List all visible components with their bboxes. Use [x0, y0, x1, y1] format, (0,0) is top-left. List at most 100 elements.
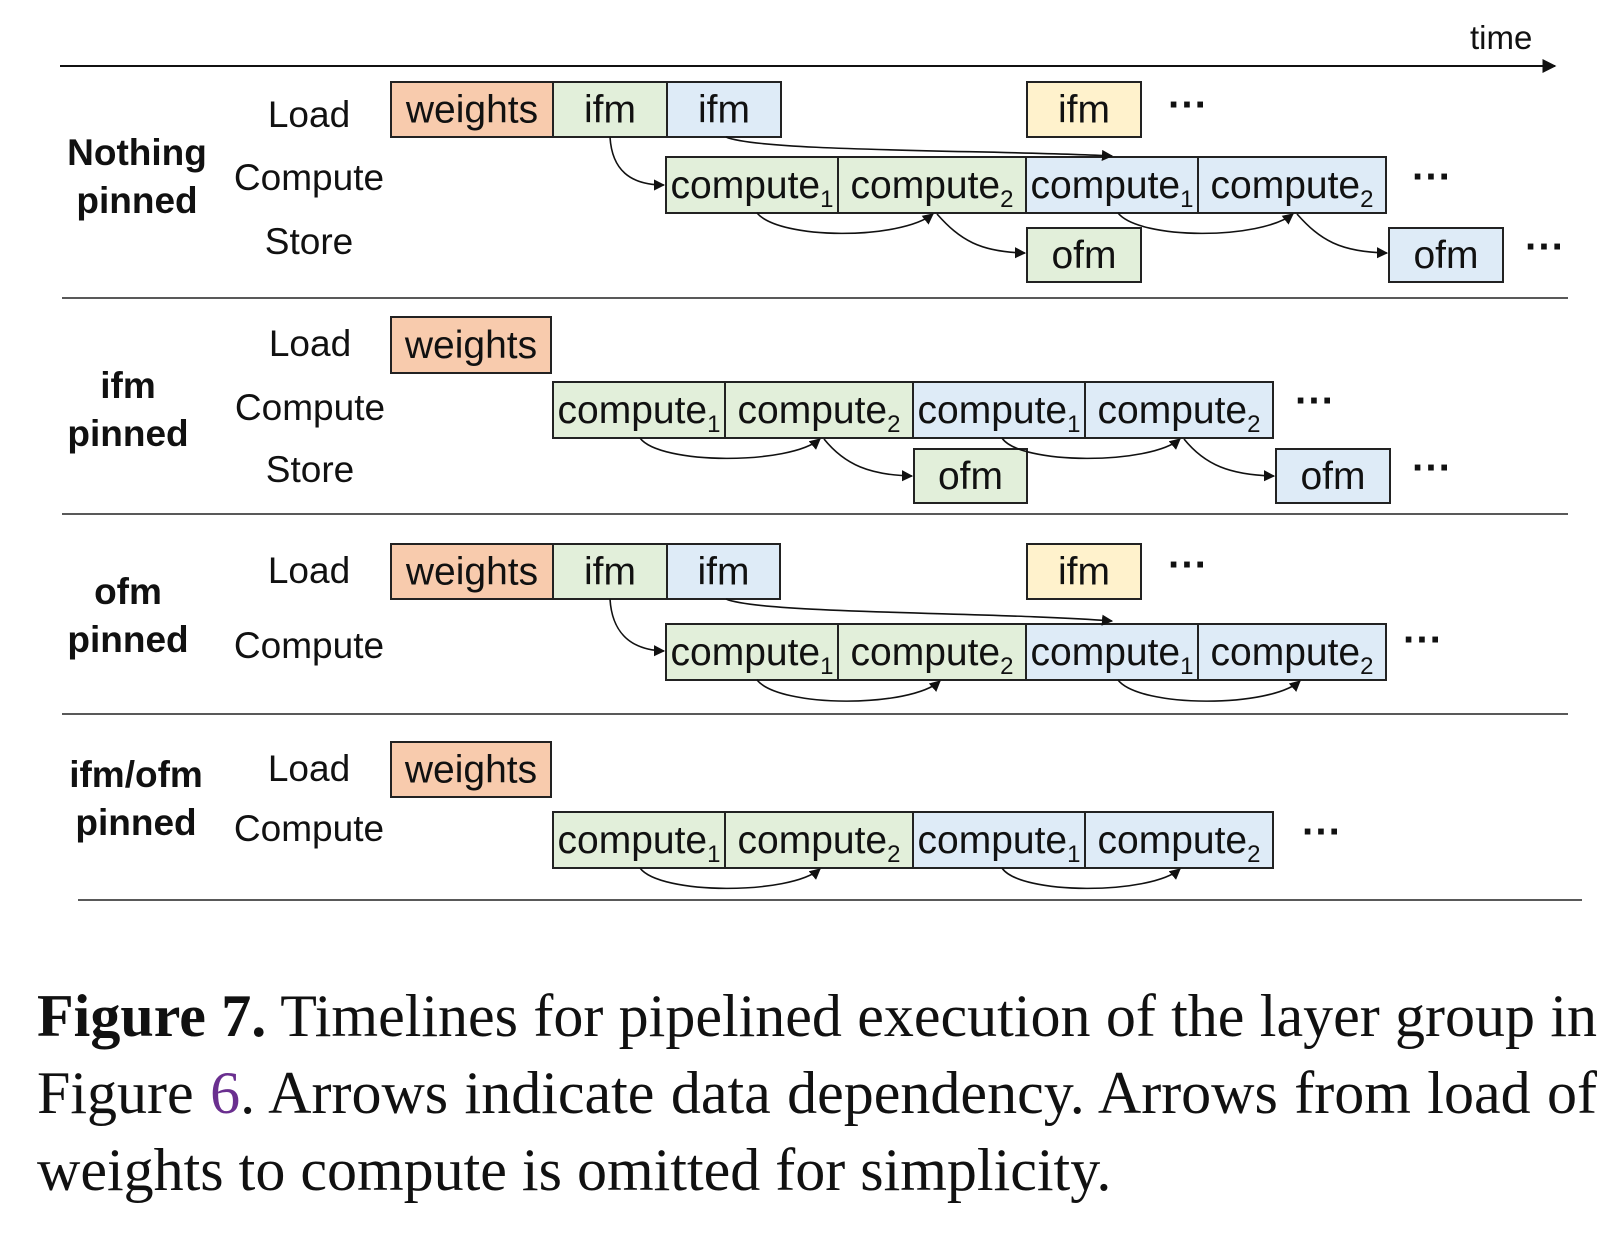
compute-block-1-rect [665, 623, 839, 681]
ofm-block-green-rect [1026, 227, 1142, 283]
compute-block-4-label: compute2 [1211, 631, 1374, 680]
section-title-ofm-pinned: ofm [94, 571, 162, 612]
compute-block-3-label: compute1 [1031, 164, 1194, 213]
row-label-compute: Compute [234, 157, 384, 198]
figure-caption: Figure 7.Timelines for pipelined executi… [37, 978, 1597, 1209]
compute-block-3-label: compute1 [918, 819, 1081, 868]
row-label-load: Load [268, 748, 350, 789]
compute-block-2-rect [837, 623, 1027, 681]
compute-block-2-rect [724, 811, 914, 869]
compute-block-4: compute2 [1197, 156, 1387, 214]
dependency-arrow [639, 867, 821, 890]
dependency-arrow [1296, 213, 1389, 259]
ofm-block-green-rect [913, 448, 1028, 504]
compute-block-1-label: compute1 [671, 164, 834, 213]
ifm-block-yellow-label: ifm [1058, 89, 1110, 132]
section-title-ifm-ofm-pinned: pinned [75, 802, 196, 843]
compute-block-1-label: compute1 [558, 819, 721, 868]
compute-block-4-label: compute2 [1098, 819, 1261, 868]
ofm-block-green: ofm [913, 448, 1028, 504]
dependency-arrow [936, 213, 1027, 259]
ifm-block-green: ifm [552, 543, 668, 600]
section-title-ifm-ofm-pinned: ifm/ofm [69, 754, 203, 795]
compute-block-1: compute1 [552, 381, 726, 439]
ifm-block-yellow-rect [1026, 81, 1142, 138]
section-title-ifm-pinned: ifm [100, 365, 156, 406]
compute-block-3: compute1 [1025, 156, 1199, 214]
compute-block-4: compute2 [1084, 381, 1274, 439]
dependency-arrow [756, 212, 934, 235]
compute-block-2: compute2 [837, 156, 1027, 214]
compute-block-2-label: compute2 [738, 819, 901, 868]
section-title-ofm-pinned: pinned [67, 619, 188, 660]
compute-block-2: compute2 [837, 623, 1027, 681]
ifm-block-blue-rect [666, 81, 782, 138]
compute-block-2-label: compute2 [851, 164, 1014, 213]
figure-reference-link[interactable]: 6 [210, 1060, 241, 1126]
weights-block-label: weights [404, 324, 537, 367]
ellipsis-icon: ··· [1168, 543, 1208, 587]
compute-block-1-rect [552, 811, 726, 869]
weights-block: weights [390, 316, 552, 374]
compute-block-1-rect [665, 156, 839, 214]
compute-block-3-rect [912, 811, 1086, 869]
dependency-arrow [1001, 437, 1181, 460]
dependency-arrow [1183, 438, 1276, 482]
compute-block-4-rect [1197, 156, 1387, 214]
ifm-block-yellow-rect [1026, 543, 1142, 600]
row-label-load: Load [268, 550, 350, 591]
compute-block-4-rect [1084, 381, 1274, 439]
ofm-block-green-label: ofm [1051, 234, 1116, 277]
ifm-block-blue-label: ifm [698, 89, 750, 132]
compute-block-3: compute1 [1025, 623, 1199, 681]
compute-block-4-label: compute2 [1211, 164, 1374, 213]
row-label-load: Load [269, 323, 351, 364]
ellipsis-icon: ··· [1412, 446, 1452, 490]
weights-block-label: weights [405, 89, 538, 132]
dependency-arrow [823, 438, 914, 482]
compute-block-3-label: compute1 [1031, 631, 1194, 680]
compute-block-4-rect [1197, 623, 1387, 681]
compute-block-1-label: compute1 [671, 631, 834, 680]
dependency-arrow [1117, 212, 1294, 235]
compute-block-4-label: compute2 [1098, 389, 1261, 438]
ifm-block-blue-label: ifm [698, 551, 750, 594]
ellipsis-icon: ··· [1412, 155, 1452, 199]
ofm-block-blue: ofm [1275, 448, 1391, 504]
ifm-block-green: ifm [552, 81, 668, 138]
ifm-block-blue: ifm [666, 81, 782, 138]
weights-block-rect [390, 741, 552, 798]
weights-block: weights [390, 543, 554, 600]
ifm-block-blue: ifm [666, 543, 781, 600]
row-label-compute: Compute [235, 387, 385, 428]
weights-block-label: weights [404, 749, 537, 792]
compute-block-1: compute1 [665, 156, 839, 214]
row-label-store: Store [266, 449, 354, 490]
ofm-block-green: ofm [1026, 227, 1142, 283]
compute-block-2-rect [724, 381, 914, 439]
dependency-arrow [609, 136, 666, 191]
figure-label: Figure 7. [37, 983, 267, 1049]
compute-block-3: compute1 [912, 381, 1086, 439]
ifm-block-green-label: ifm [584, 551, 636, 594]
ifm-block-green-rect [552, 543, 668, 600]
ellipsis-icon: ··· [1525, 225, 1565, 269]
row-label-compute: Compute [234, 625, 384, 666]
ellipsis-icon: ··· [1295, 379, 1335, 423]
weights-block-rect [390, 543, 554, 600]
ofm-block-blue-label: ofm [1413, 234, 1478, 277]
compute-block-1-label: compute1 [558, 389, 721, 438]
ifm-block-green-label: ifm [584, 89, 636, 132]
row-label-compute: Compute [234, 808, 384, 849]
caption-text-continued: . Arrows indicate data dependency. Arrow… [37, 1060, 1597, 1203]
ellipsis-icon: ··· [1302, 810, 1342, 854]
weights-block-label: weights [405, 551, 538, 594]
ofm-block-blue-label: ofm [1300, 455, 1365, 498]
weights-block: weights [390, 741, 552, 798]
compute-block-4: compute2 [1197, 623, 1387, 681]
section-title-nothing-pinned: Nothing [67, 132, 207, 173]
ellipsis-icon: ··· [1403, 618, 1443, 662]
ofm-block-blue-rect [1275, 448, 1391, 504]
dependency-arrow [756, 679, 941, 702]
ofm-block-blue-rect [1388, 227, 1504, 283]
